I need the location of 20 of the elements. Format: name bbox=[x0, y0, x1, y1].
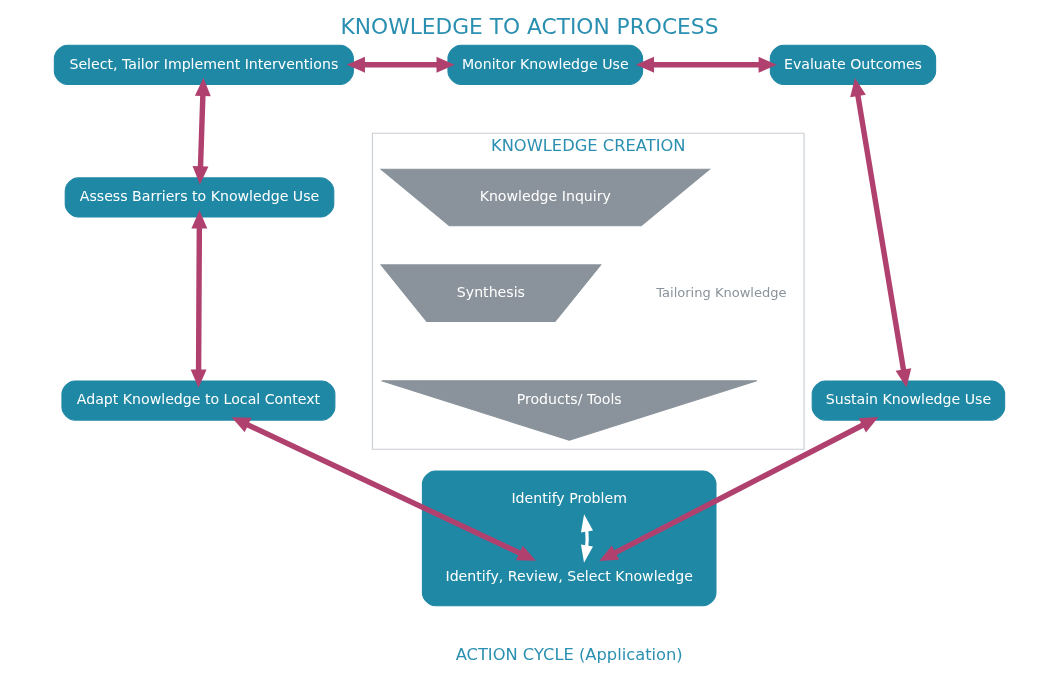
arrow bbox=[346, 56, 455, 73]
label: Tailoring Knowledge bbox=[655, 284, 787, 300]
diagram-title: KNOWLEDGE TO ACTION PROCESS bbox=[340, 14, 718, 40]
arrow bbox=[192, 77, 211, 185]
arrow bbox=[635, 56, 777, 73]
node-box: Evaluate Outcomes bbox=[769, 44, 936, 85]
node-box: Adapt Knowledge to Local Context bbox=[60, 380, 335, 421]
label: ACTION CYCLE (Application) bbox=[455, 644, 683, 664]
node-text: Identify, Review, Select Knowledge bbox=[444, 568, 693, 585]
node-box: Monitor Knowledge Use bbox=[446, 44, 643, 85]
arrow bbox=[598, 417, 878, 561]
arrow bbox=[849, 78, 911, 388]
node-box: Assess Barriers to Knowledge Use bbox=[64, 177, 334, 218]
arrow bbox=[580, 514, 593, 563]
cluster bbox=[421, 470, 716, 607]
arrow bbox=[190, 210, 207, 388]
node-text: Identify Problem bbox=[510, 489, 627, 506]
node-box: Select, Tailor Implement Interventions bbox=[53, 44, 354, 85]
arrow bbox=[231, 417, 536, 561]
node-box: Sustain Knowledge Use bbox=[811, 380, 1005, 421]
